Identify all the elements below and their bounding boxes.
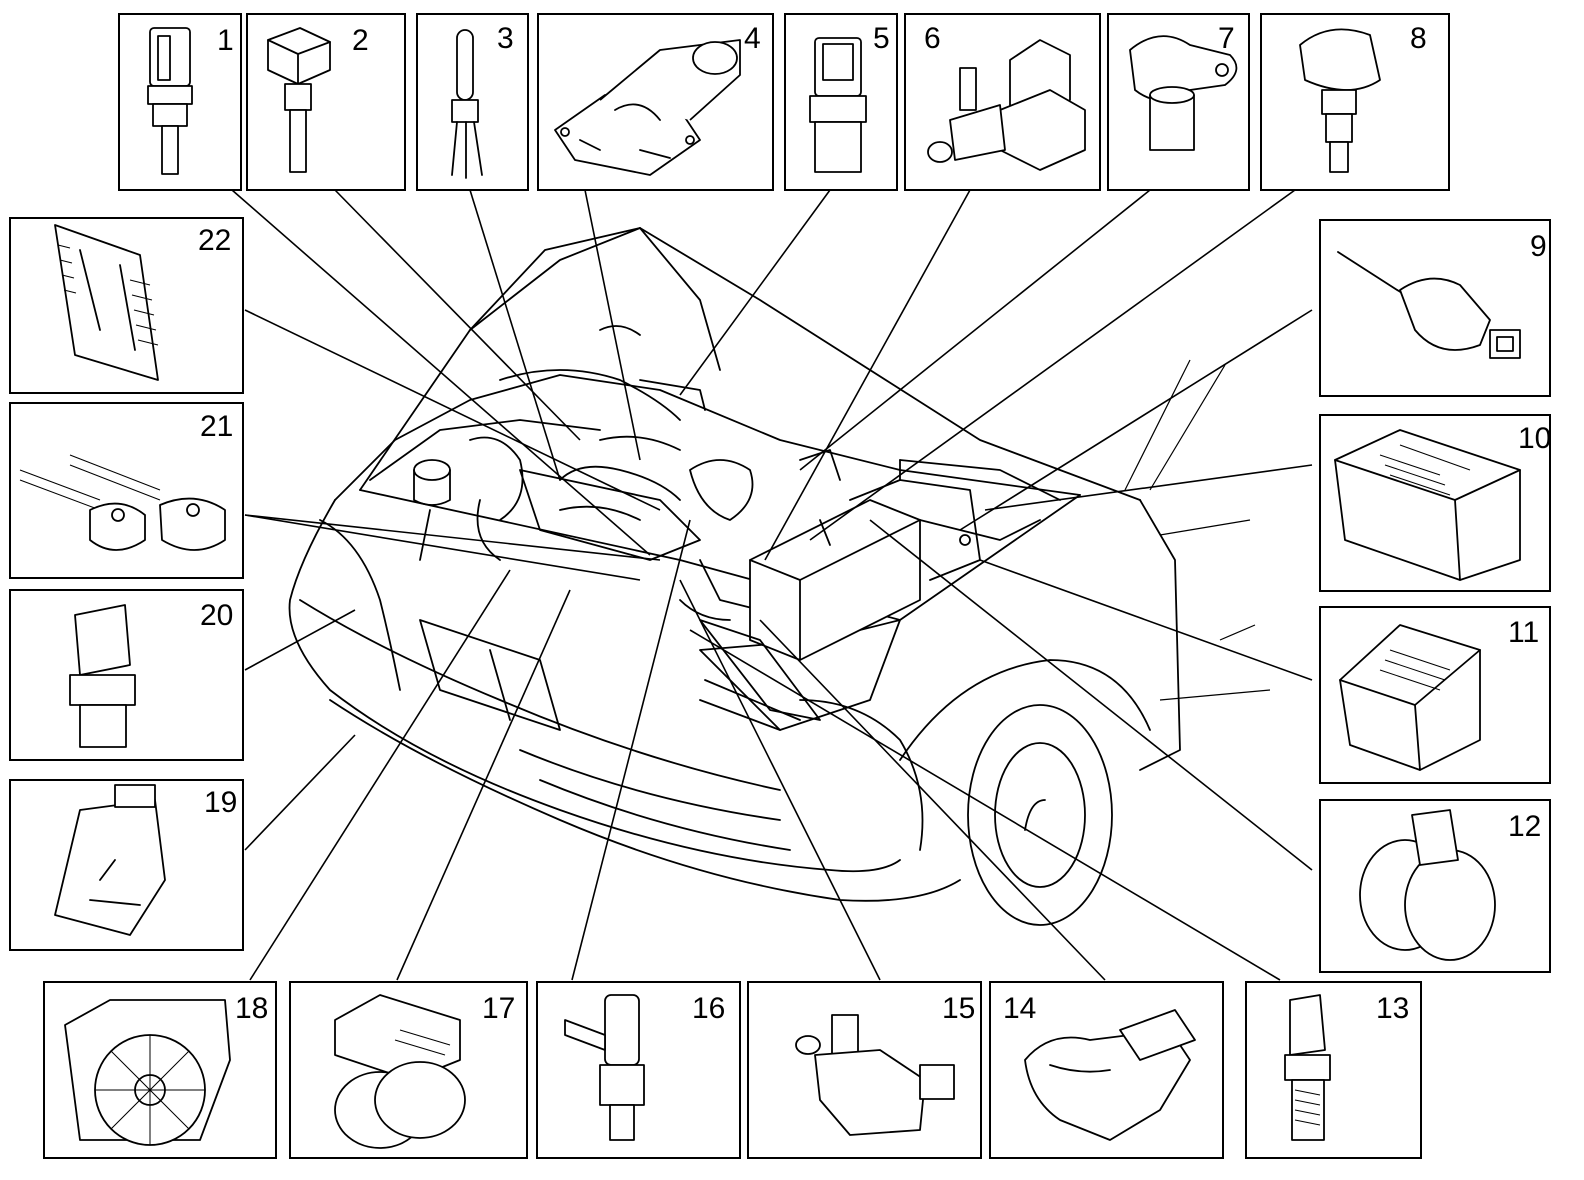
callout-number-8: 8 (1410, 22, 1427, 55)
pressure-sensor-icon (1024, 1009, 1196, 1141)
throttle-body-icon (554, 39, 741, 176)
component-20[interactable]: 20 (9, 589, 244, 761)
component-13[interactable]: 13 (1245, 981, 1422, 1159)
purge-valve-icon (795, 1014, 955, 1136)
callout-number-10: 10 (1518, 422, 1551, 455)
callout-number-1: 1 (217, 24, 234, 57)
callout-number-7: 7 (1218, 22, 1235, 55)
connector-sensor-icon (54, 784, 166, 936)
callout-number-19: 19 (204, 786, 237, 819)
callout-number-6: 6 (924, 22, 941, 55)
sensor-probe-icon (1337, 251, 1521, 359)
component-7[interactable]: 7 (1107, 13, 1250, 191)
component-2[interactable]: 2 (246, 13, 406, 191)
oil-pressure-switch-icon (69, 604, 136, 748)
leader-lines (231, 189, 1313, 981)
callout-number-14: 14 (1003, 992, 1036, 1025)
component-21[interactable]: 21 (9, 402, 244, 579)
fuel-injector-icon (564, 994, 645, 1141)
callout-number-2: 2 (352, 24, 369, 57)
solenoid-valve-icon (927, 39, 1086, 171)
component-14[interactable]: 14 (989, 981, 1224, 1159)
callout-number-11: 11 (1508, 616, 1539, 649)
speed-sensor-icon (1299, 28, 1381, 173)
air-flow-meter-icon (1359, 809, 1496, 961)
probe-sensor-icon (451, 29, 483, 179)
callout-number-3: 3 (497, 22, 514, 55)
callout-number-13: 13 (1376, 992, 1409, 1025)
level-sensor-icon (267, 27, 331, 173)
component-8[interactable]: 8 (1260, 13, 1450, 191)
callout-number-18: 18 (235, 992, 268, 1025)
callout-number-9: 9 (1530, 230, 1547, 263)
temperature-sensor-icon (147, 27, 193, 175)
component-4[interactable]: 4 (537, 13, 774, 191)
component-9[interactable]: 9 (1319, 219, 1551, 397)
blower-fan-icon (64, 999, 231, 1146)
car-engine-bay-illustration (288, 227, 1271, 926)
component-22[interactable]: 22 (9, 217, 244, 394)
callout-number-20: 20 (200, 599, 233, 632)
callout-number-21: 21 (200, 410, 233, 443)
component-19[interactable]: 19 (9, 779, 244, 951)
callout-number-12: 12 (1508, 810, 1541, 843)
engine-control-unit-icon (54, 224, 159, 381)
position-sensor-icon (1129, 35, 1238, 151)
component-11[interactable]: 11 (1319, 606, 1551, 784)
component-12[interactable]: 12 (1319, 799, 1551, 973)
component-10[interactable]: 10 (1319, 414, 1551, 592)
callout-number-5: 5 (873, 22, 890, 55)
component-17[interactable]: 17 (289, 981, 528, 1159)
component-15[interactable]: 15 (747, 981, 982, 1159)
component-16[interactable]: 16 (536, 981, 741, 1159)
airflow-housing-icon (334, 994, 466, 1149)
callout-number-17: 17 (482, 992, 515, 1025)
callout-number-4: 4 (744, 22, 761, 55)
temperature-sender-icon (1284, 994, 1331, 1141)
callout-number-16: 16 (692, 992, 725, 1025)
control-module-icon (1339, 624, 1481, 771)
component-1[interactable]: 1 (118, 13, 242, 191)
pressure-switch-icon (809, 37, 867, 173)
callout-number-22: 22 (198, 224, 231, 257)
component-6[interactable]: 6 (904, 13, 1101, 191)
callout-number-15: 15 (942, 992, 975, 1025)
component-3[interactable]: 3 (416, 13, 529, 191)
knock-sensor-icon (19, 454, 226, 551)
component-5[interactable]: 5 (784, 13, 898, 191)
component-18[interactable]: 18 (43, 981, 277, 1159)
relay-box-icon (1334, 429, 1521, 581)
